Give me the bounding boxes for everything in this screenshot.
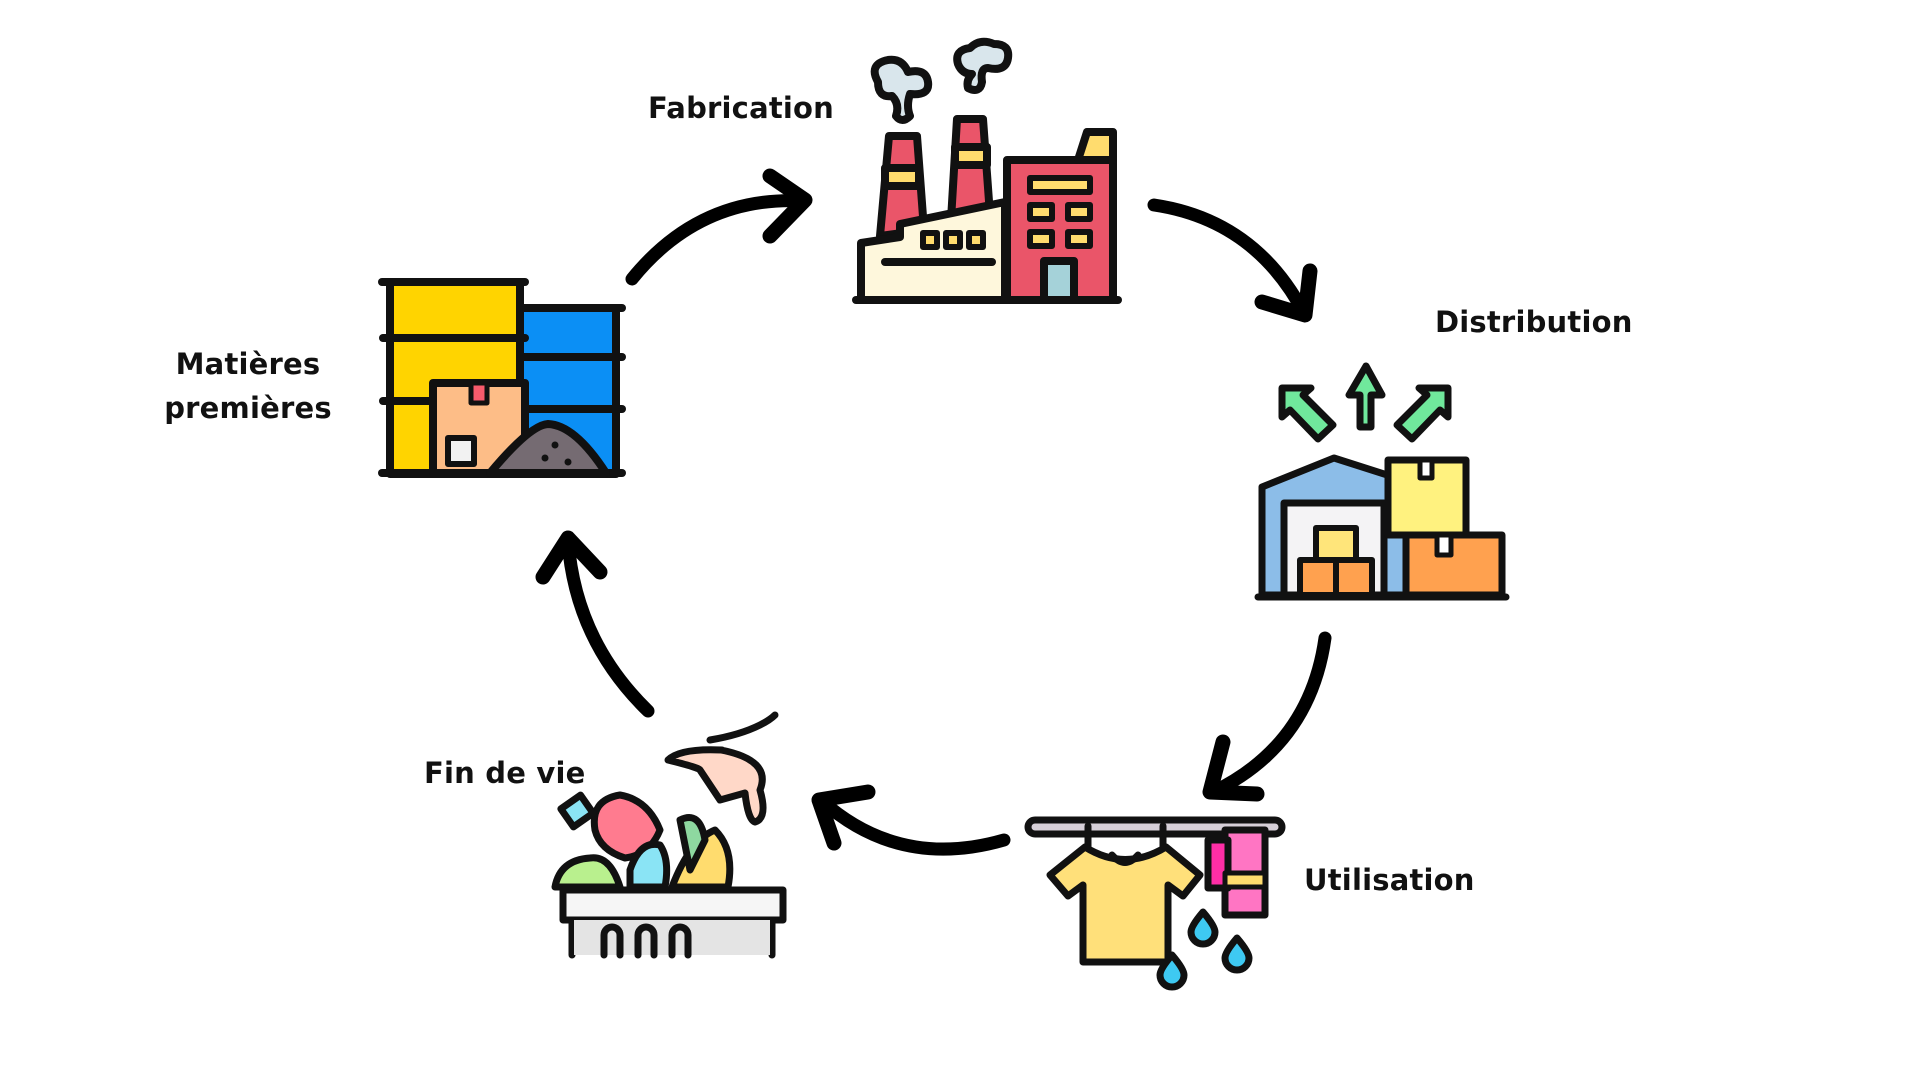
factory-icon — [852, 37, 1122, 304]
label-fabrication: Fabrication — [648, 91, 835, 125]
label-utilisation: Utilisation — [1304, 863, 1475, 897]
label-matieres-line1: Matières — [175, 347, 321, 381]
trash-bin-icon — [551, 711, 787, 959]
label-matieres-premieres: Matières premières — [158, 343, 338, 430]
label-distribution: Distribution — [1435, 305, 1633, 339]
label-matieres-line2: premières — [164, 390, 332, 425]
raw-materials-icon — [378, 278, 626, 478]
arrow-distribution-to-utilisation — [1202, 631, 1332, 802]
arrow-utilisation-to-fin-de-vie — [811, 784, 1011, 856]
label-fin-de-vie: Fin de vie — [424, 756, 586, 790]
arrow-fabrication-to-distribution — [1147, 198, 1318, 323]
arrow-matieres-to-fabrication — [625, 168, 813, 286]
arrow-fin-de-vie-to-matieres — [535, 530, 655, 718]
warehouse-distribution-icon — [1254, 362, 1510, 601]
clothesline-icon — [1024, 816, 1286, 991]
